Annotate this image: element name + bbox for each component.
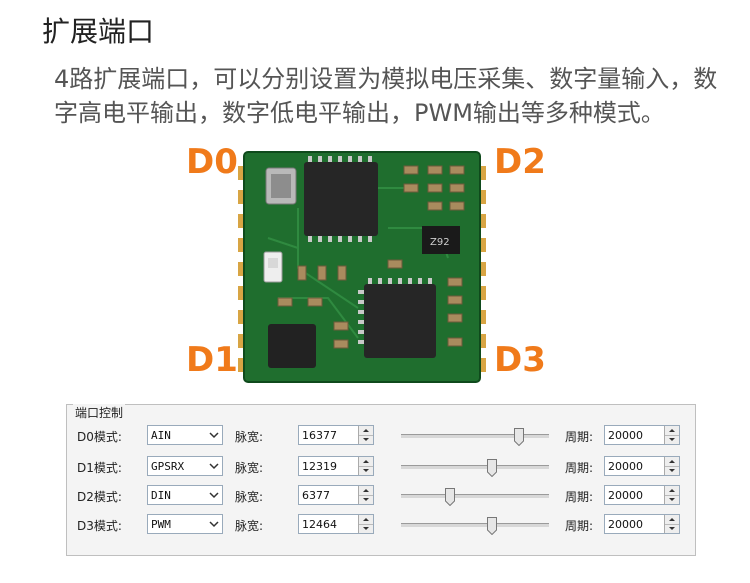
chevron-down-icon (209, 463, 219, 470)
spin-down-icon[interactable] (665, 495, 679, 504)
pin-label-d2: D2 (494, 142, 546, 182)
period-label: 周期: (565, 490, 594, 504)
chip-marking: Z92 (430, 237, 450, 248)
pulse-width-spinbox[interactable]: 12319 (298, 456, 374, 476)
spin-up-icon[interactable] (665, 426, 679, 436)
spin-up-icon[interactable] (665, 457, 679, 467)
mode-value: GPSRX (151, 460, 185, 473)
pulse-width-value: 16377 (302, 429, 337, 442)
period-label: 周期: (565, 519, 594, 533)
port-row-d0: D0模式: AIN 脉宽: 16377 周期: 20000 (67, 425, 695, 447)
mode-label: D0模式: (77, 430, 122, 444)
pulse-width-spinbox[interactable]: 16377 (298, 425, 374, 445)
spin-down-icon[interactable] (359, 466, 373, 475)
chevron-down-icon (209, 432, 219, 439)
period-spinbox[interactable]: 20000 (604, 425, 680, 445)
chevron-down-icon (209, 492, 219, 499)
slider-thumb[interactable] (487, 459, 497, 477)
spin-up-icon[interactable] (359, 515, 373, 525)
mode-label: D2模式: (77, 490, 122, 504)
port-row-d1: D1模式: GPSRX 脉宽: 12319 周期: 20000 (67, 456, 695, 478)
spin-down-icon[interactable] (359, 435, 373, 444)
pulse-width-label: 脉宽: (235, 461, 264, 475)
period-spinbox[interactable]: 20000 (604, 485, 680, 505)
pin-label-d3: D3 (494, 340, 546, 380)
mode-label: D1模式: (77, 461, 122, 475)
period-value: 20000 (608, 460, 643, 473)
spin-down-icon[interactable] (665, 466, 679, 475)
mode-select[interactable]: DIN (147, 485, 223, 505)
port-row-d3: D3模式: PWM 脉宽: 12464 周期: 20000 (67, 514, 695, 536)
pulse-width-slider[interactable] (401, 517, 549, 535)
pcb-illustration: Z92 (238, 151, 486, 383)
mode-select[interactable]: GPSRX (147, 456, 223, 476)
mode-value: PWM (151, 518, 171, 531)
period-spinbox[interactable]: 20000 (604, 514, 680, 534)
slider-thumb[interactable] (445, 488, 455, 506)
spin-up-icon[interactable] (359, 457, 373, 467)
period-label: 周期: (565, 461, 594, 475)
mode-value: AIN (151, 429, 171, 442)
pulse-width-label: 脉宽: (235, 430, 264, 444)
period-value: 20000 (608, 429, 643, 442)
slider-thumb[interactable] (487, 517, 497, 535)
pulse-width-value: 12319 (302, 460, 337, 473)
pulse-width-slider[interactable] (401, 428, 549, 446)
spin-down-icon[interactable] (665, 435, 679, 444)
mode-value: DIN (151, 489, 171, 502)
pin-label-d0: D0 (186, 142, 238, 182)
pulse-width-slider[interactable] (401, 488, 549, 506)
section-title: 扩展端口 (42, 15, 155, 48)
pulse-width-slider[interactable] (401, 459, 549, 477)
period-label: 周期: (565, 430, 594, 444)
section-description: 4路扩展端口，可以分别设置为模拟电压采集、数字量输入，数字高电平输出，数字低电平… (54, 65, 718, 127)
period-value: 20000 (608, 518, 643, 531)
spin-down-icon[interactable] (359, 495, 373, 504)
pulse-width-value: 6377 (302, 489, 330, 502)
spin-up-icon[interactable] (665, 515, 679, 525)
pulse-width-spinbox[interactable]: 6377 (298, 485, 374, 505)
spin-up-icon[interactable] (359, 486, 373, 496)
period-value: 20000 (608, 489, 643, 502)
spin-up-icon[interactable] (359, 426, 373, 436)
spin-down-icon[interactable] (665, 524, 679, 533)
panel-title: 端口控制 (73, 404, 126, 421)
port-control-panel: 端口控制 D0模式: AIN 脉宽: 16377 周期: 20000 D1模式:… (66, 404, 696, 556)
period-spinbox[interactable]: 20000 (604, 456, 680, 476)
mode-select[interactable]: PWM (147, 514, 223, 534)
slider-thumb[interactable] (514, 428, 524, 446)
pin-label-d1: D1 (186, 340, 238, 380)
mode-label: D3模式: (77, 519, 122, 533)
chevron-down-icon (209, 521, 219, 528)
pulse-width-spinbox[interactable]: 12464 (298, 514, 374, 534)
pulse-width-value: 12464 (302, 518, 337, 531)
spin-up-icon[interactable] (665, 486, 679, 496)
module-board-photo: Z92 (238, 148, 486, 386)
spin-down-icon[interactable] (359, 524, 373, 533)
port-row-d2: D2模式: DIN 脉宽: 6377 周期: 20000 (67, 485, 695, 507)
pulse-width-label: 脉宽: (235, 519, 264, 533)
pulse-width-label: 脉宽: (235, 490, 264, 504)
mode-select[interactable]: AIN (147, 425, 223, 445)
